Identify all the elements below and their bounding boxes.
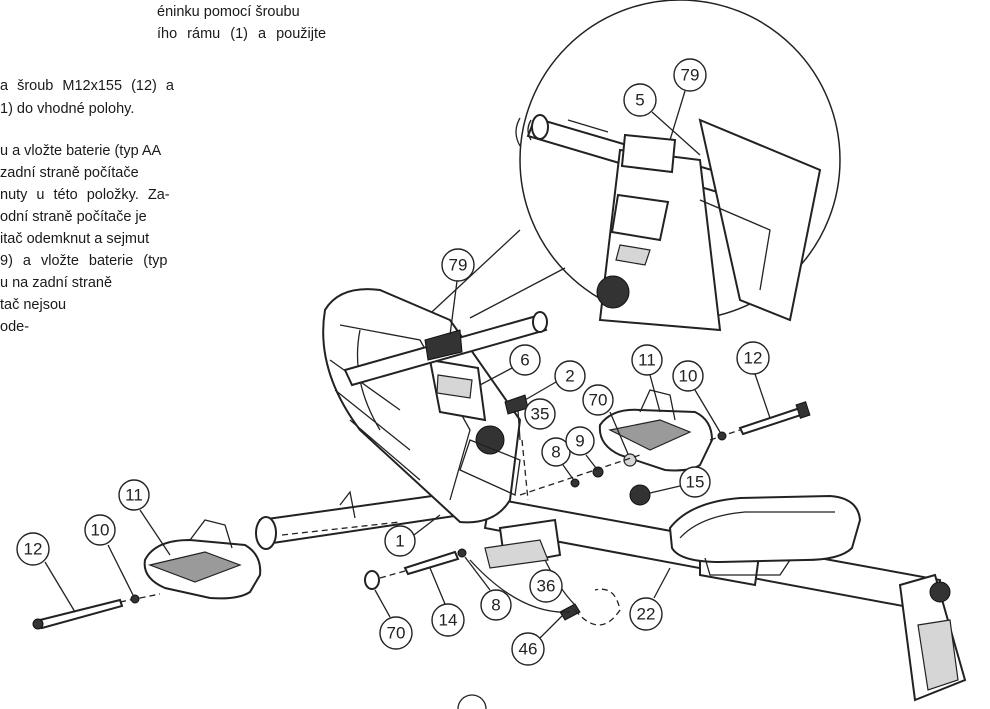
svg-text:5: 5 xyxy=(635,91,644,110)
instruction-line: éninku pomocí šroubu xyxy=(157,4,300,20)
svg-text:1: 1 xyxy=(395,532,404,551)
hardware xyxy=(32,394,811,630)
svg-text:12: 12 xyxy=(744,349,763,368)
instruction-line: nuty u této položky. Za- xyxy=(0,187,170,203)
svg-text:79: 79 xyxy=(449,256,468,275)
callout-70-top: 70 xyxy=(582,384,629,455)
instruction-line: 1) do vhodné polohy. xyxy=(0,101,135,117)
instruction-line: tač nejsou xyxy=(0,297,67,313)
svg-text:35: 35 xyxy=(531,405,550,424)
svg-text:70: 70 xyxy=(589,391,608,410)
svg-text:10: 10 xyxy=(91,521,110,540)
callout-79-detail: 79 xyxy=(669,58,707,141)
callout-10-left: 10 xyxy=(84,514,134,596)
svg-text:79: 79 xyxy=(681,66,700,85)
svg-text:46: 46 xyxy=(519,640,538,659)
svg-text:2: 2 xyxy=(565,367,574,386)
callout-79: 79 xyxy=(441,248,475,336)
seat xyxy=(668,494,862,576)
callout-5: 5 xyxy=(623,83,701,156)
callout-8-bottom: 8 xyxy=(464,556,512,621)
svg-text:11: 11 xyxy=(638,351,656,370)
instruction-line: itač odemknut a sejmut xyxy=(0,231,150,247)
right-footrest xyxy=(598,389,714,472)
svg-text:14: 14 xyxy=(439,611,458,630)
cut-off-callout xyxy=(457,694,487,709)
left-footrest xyxy=(143,519,262,600)
console-housing xyxy=(322,288,548,524)
callout-1: 1 xyxy=(384,514,441,557)
callout-35: 35 xyxy=(524,398,556,430)
instruction-line: 9) a vložte baterie (typ xyxy=(0,253,168,269)
callout-15: 15 xyxy=(649,466,711,498)
callout-36: 36 xyxy=(529,569,563,603)
instruction-line: u na zadní straně xyxy=(0,275,113,291)
callout-22: 22 xyxy=(629,567,671,631)
svg-text:36: 36 xyxy=(537,577,556,596)
svg-text:8: 8 xyxy=(491,596,500,615)
callout-6: 6 xyxy=(479,344,541,386)
callout-11-right: 11 xyxy=(631,344,663,413)
callout-2: 2 xyxy=(524,360,586,401)
instruction-line: zadní straně počítače xyxy=(0,165,139,181)
instruction-line: odní straně počítače je xyxy=(0,209,147,225)
part-callouts: 5 79 79 6 2 11 xyxy=(16,58,771,709)
svg-text:10: 10 xyxy=(679,367,698,386)
svg-text:11: 11 xyxy=(125,486,143,505)
instruction-line: a šroub M12x155 (12) a xyxy=(0,78,174,94)
callout-9: 9 xyxy=(565,426,597,469)
svg-text:22: 22 xyxy=(637,605,656,624)
instruction-line: u a vložte baterie (typ AA xyxy=(0,143,162,159)
callout-10-right: 10 xyxy=(672,360,721,433)
callout-70-bottom: 70 xyxy=(374,589,413,650)
callout-12-right: 12 xyxy=(736,341,771,419)
svg-text:6: 6 xyxy=(520,351,529,370)
svg-text:15: 15 xyxy=(686,473,705,492)
callout-8-top: 8 xyxy=(541,437,574,480)
svg-text:9: 9 xyxy=(575,432,584,451)
instruction-line: ího rámu (1) a použijte xyxy=(157,26,327,42)
instruction-line: ode- xyxy=(0,319,30,335)
console-detail-magnifier xyxy=(419,0,841,332)
svg-text:12: 12 xyxy=(24,540,43,559)
callout-14: 14 xyxy=(429,567,465,637)
callout-46: 46 xyxy=(511,615,563,666)
callout-12-left: 12 xyxy=(16,532,76,613)
svg-text:8: 8 xyxy=(551,443,560,462)
svg-text:70: 70 xyxy=(387,624,406,643)
callout-11-left: 11 xyxy=(118,479,171,556)
